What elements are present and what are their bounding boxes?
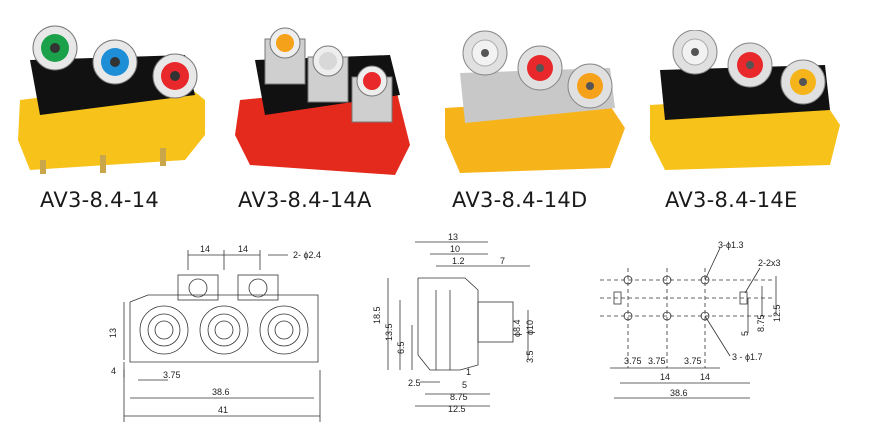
rca-jack-1 xyxy=(672,30,718,75)
rca-jack-3 xyxy=(351,65,393,123)
dimension-lines xyxy=(610,247,777,399)
dim-375a: 3.75 xyxy=(624,356,642,366)
housing-outline xyxy=(129,274,319,363)
dim-holes-13: 3-ϕ1.3 xyxy=(718,240,744,250)
dim-pads: 2-2x3 xyxy=(758,258,781,268)
rca-jack-2 xyxy=(92,39,138,85)
rca-jack-1 xyxy=(32,25,78,71)
dim-875: 8.75 xyxy=(450,392,468,402)
side-dims-text: 13 10 1.2 7 18.5 13.5 6.5 ϕ8.4 ϕ10 3.5 1… xyxy=(372,232,535,414)
dim-125: 12.5 xyxy=(772,304,782,322)
dim-phi10: ϕ10 xyxy=(525,320,535,335)
dim-41: 41 xyxy=(218,405,228,415)
pcb-dims-text: 3-ϕ1.3 2-2x3 8.75 12.5 5 3.75 3.75 3.75 … xyxy=(624,240,782,398)
pins xyxy=(40,148,166,174)
front-dims-text: 14 14 2- ϕ2.4 13 4 3.75 38.6 41 xyxy=(108,244,321,415)
front-view-drawing: 14 14 2- ϕ2.4 13 4 3.75 38.6 41 xyxy=(108,244,321,422)
dim-125: 12.5 xyxy=(448,404,466,414)
dim-12: 1.2 xyxy=(452,256,465,266)
dim-25: 2.5 xyxy=(408,378,421,388)
dim-13: 13 xyxy=(108,328,118,338)
dim-375b: 3.75 xyxy=(648,356,666,366)
rca-jack-1 xyxy=(462,30,508,76)
dim-185: 18.5 xyxy=(372,306,382,324)
dim-5: 5 xyxy=(462,380,467,390)
rca-jacks xyxy=(32,25,198,99)
rca-jack-2 xyxy=(727,42,773,88)
dim-386: 38.6 xyxy=(670,388,688,398)
rca-jack-3 xyxy=(780,59,826,105)
rca-jack-3 xyxy=(152,53,198,99)
dim-14a: 14 xyxy=(200,244,210,254)
pcb-centerlines xyxy=(600,268,775,368)
dim-phi84: ϕ8.4 xyxy=(512,319,522,337)
model-label-1: AV3-8.4-14 xyxy=(40,188,160,212)
product-photo-1 xyxy=(18,25,205,174)
dim-35: 3.5 xyxy=(525,350,535,363)
product-photo-4 xyxy=(650,30,840,170)
dim-875: 8.75 xyxy=(756,314,766,332)
dim-14a: 14 xyxy=(660,372,670,382)
model-label-3: AV3-8.4-14D xyxy=(452,188,588,212)
dim-hole: 2- ϕ2.4 xyxy=(293,250,321,260)
dim-65: 6.5 xyxy=(396,341,406,354)
dim-386: 38.6 xyxy=(212,387,230,397)
model-label-4: AV3-8.4-14E xyxy=(665,188,798,212)
dim-4: 4 xyxy=(111,366,116,376)
dim-7: 7 xyxy=(500,256,505,266)
dim-13: 13 xyxy=(448,232,458,242)
dim-10: 10 xyxy=(450,244,460,254)
side-outline xyxy=(417,277,514,371)
model-label-2: AV3-8.4-14A xyxy=(238,188,372,212)
product-photo-3 xyxy=(445,30,625,173)
dim-14b: 14 xyxy=(700,372,710,382)
dim-holes-17: 3 - ϕ1.7 xyxy=(732,352,763,362)
rca-jack-2 xyxy=(307,45,349,103)
dim-135: 13.5 xyxy=(384,323,394,341)
jack-circles xyxy=(139,278,309,355)
rca-jack-2 xyxy=(517,45,563,91)
side-view-drawing: 13 10 1.2 7 18.5 13.5 6.5 ϕ8.4 ϕ10 3.5 1… xyxy=(372,232,535,414)
dim-5: 5 xyxy=(740,331,750,336)
dimension-lines xyxy=(387,241,530,407)
pcb-holes xyxy=(613,275,748,321)
pcb-layout-drawing: 3-ϕ1.3 2-2x3 8.75 12.5 5 3.75 3.75 3.75 … xyxy=(600,240,782,399)
dimension-lines xyxy=(123,250,321,422)
product-photo-2 xyxy=(235,27,410,175)
rca-jack-1 xyxy=(264,27,306,85)
dim-14b: 14 xyxy=(238,244,248,254)
dim-375: 3.75 xyxy=(163,370,181,380)
dim-375c: 3.75 xyxy=(684,356,702,366)
dim-1: 1 xyxy=(466,367,471,377)
rca-jack-3 xyxy=(567,63,613,109)
